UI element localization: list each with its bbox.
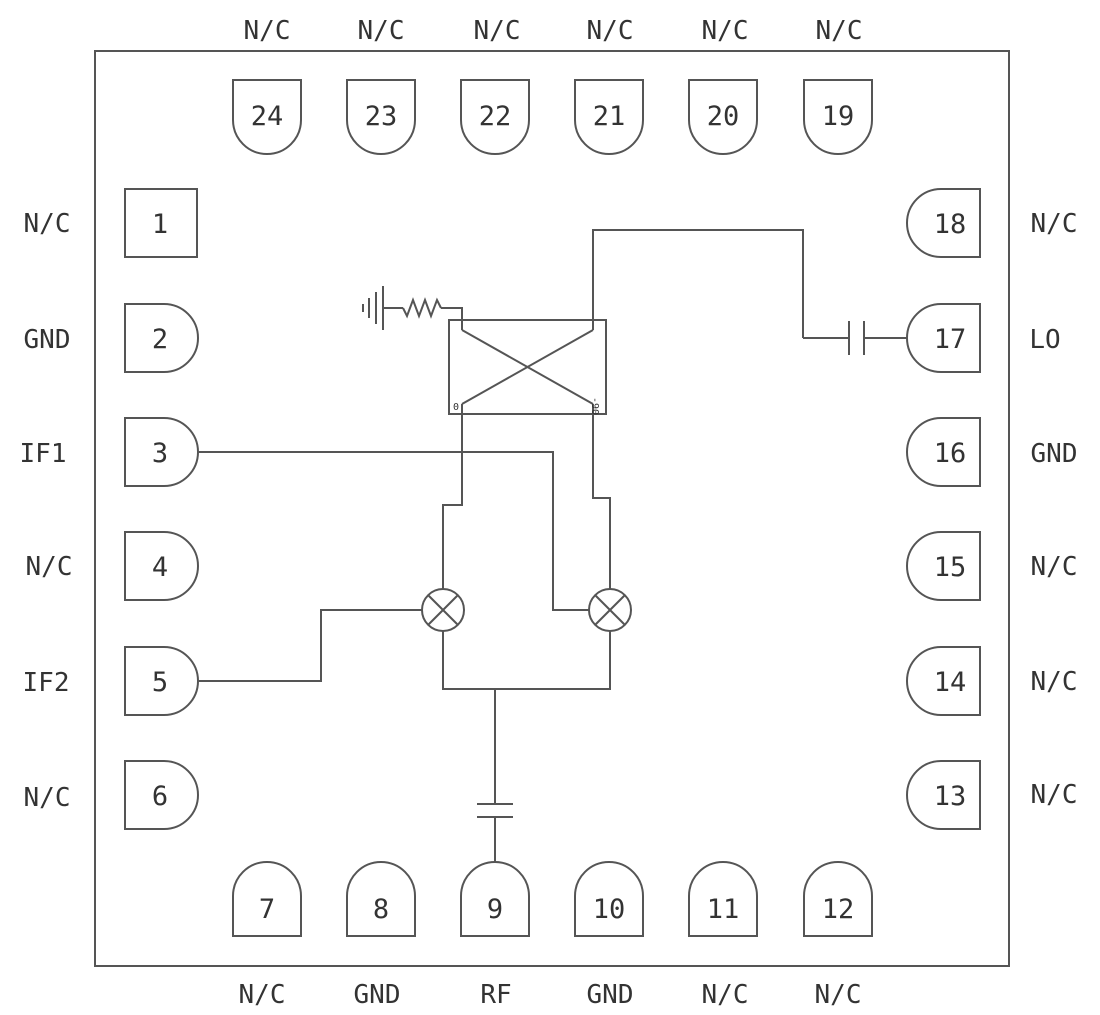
pin-3-number: 3 [152,438,168,469]
pin-20-pad [688,79,758,155]
pin-11-pad [688,861,758,937]
pin-5-pad [124,646,199,716]
pin-17-number: 17 [934,324,967,355]
pin-9-label: RF [480,980,511,1010]
pin-11-number: 11 [707,894,740,925]
pin-4-pad [124,531,199,601]
pin-14-label: N/C [1031,667,1078,697]
package-outline [94,50,1010,967]
pin-1-pad [124,188,198,258]
mixer-left-cross [427,594,459,626]
pin-16-pad [906,417,981,487]
pin-10-number: 10 [593,894,626,925]
pin-8-label: GND [354,980,401,1010]
pin-13-number: 13 [934,781,967,812]
lo-90-trace [592,414,611,589]
pin-18-label: N/C [1031,209,1078,239]
pin-17-label: LO [1029,325,1060,355]
pin-7-label: N/C [239,980,286,1010]
pin-12-label: N/C [815,980,862,1010]
pin-3-label: IF1 [20,439,67,469]
pin-8-number: 8 [373,894,389,925]
pin-21-number: 21 [593,101,626,132]
pin-18-pad [906,188,981,258]
pin-19-pad [803,79,873,155]
pin-24-number: 24 [251,101,284,132]
pin-18-number: 18 [934,209,967,240]
pin-23-label: N/C [358,16,405,46]
termination-resistor [402,297,442,319]
hybrid-cross-line [461,329,594,405]
pin-13-pad [906,760,981,830]
pin-8-pad [346,861,416,937]
pin-22-label: N/C [474,16,521,46]
if1-trace [199,451,589,611]
pin-4-label: N/C [26,552,73,582]
pin-17-pad [906,303,981,373]
pin-23-number: 23 [365,101,398,132]
pin-2-label: GND [24,325,71,355]
lo-0-trace [442,414,463,589]
pin-6-number: 6 [152,781,168,812]
pin-24-pad [232,79,302,155]
pin-24-label: N/C [244,16,291,46]
pin-10-pad [574,861,644,937]
hybrid-port-90-label: -90 [589,397,600,415]
pin-2-number: 2 [152,324,168,355]
quadrature-hybrid [448,319,607,415]
pin-5-number: 5 [152,667,168,698]
pin-15-number: 15 [934,552,967,583]
pin-7-pad [232,861,302,937]
pin-11-label: N/C [702,980,749,1010]
pin-4-number: 4 [152,552,168,583]
pin-16-label: GND [1031,439,1078,469]
rf-trace [442,631,611,690]
pin-23-pad [346,79,416,155]
pin-14-pad [906,646,981,716]
pin-22-number: 22 [479,101,512,132]
hybrid-port-0-label: 0 [453,402,459,413]
lo-trace-segment [592,229,804,338]
pin-3-pad [124,417,199,487]
pin-20-label: N/C [702,16,749,46]
pin-13-label: N/C [1031,780,1078,810]
pin-15-pad [906,531,981,601]
termination-lead [441,307,463,320]
pin-9-pad [460,861,530,937]
pin-7-number: 7 [259,894,275,925]
pin-16-number: 16 [934,438,967,469]
pin-19-number: 19 [822,101,855,132]
pin-5-label: IF2 [23,668,70,698]
pin-10-label: GND [587,980,634,1010]
pin-2-pad [124,303,199,373]
pin-14-number: 14 [934,667,967,698]
pin-20-number: 20 [707,101,740,132]
pin-21-label: N/C [587,16,634,46]
mixer-right-cross [594,594,626,626]
pin-9-number: 9 [487,894,503,925]
pin-6-pad [124,760,199,830]
pin-22-pad [460,79,530,155]
pin-12-pad [803,861,873,937]
pin-6-label: N/C [24,783,71,813]
pin-1-number: 1 [152,209,168,240]
pin-15-label: N/C [1031,552,1078,582]
if2-trace [199,609,422,682]
pin-12-number: 12 [822,894,855,925]
pin-19-label: N/C [816,16,863,46]
pin-1-label: N/C [24,209,71,239]
pin-21-pad [574,79,644,155]
